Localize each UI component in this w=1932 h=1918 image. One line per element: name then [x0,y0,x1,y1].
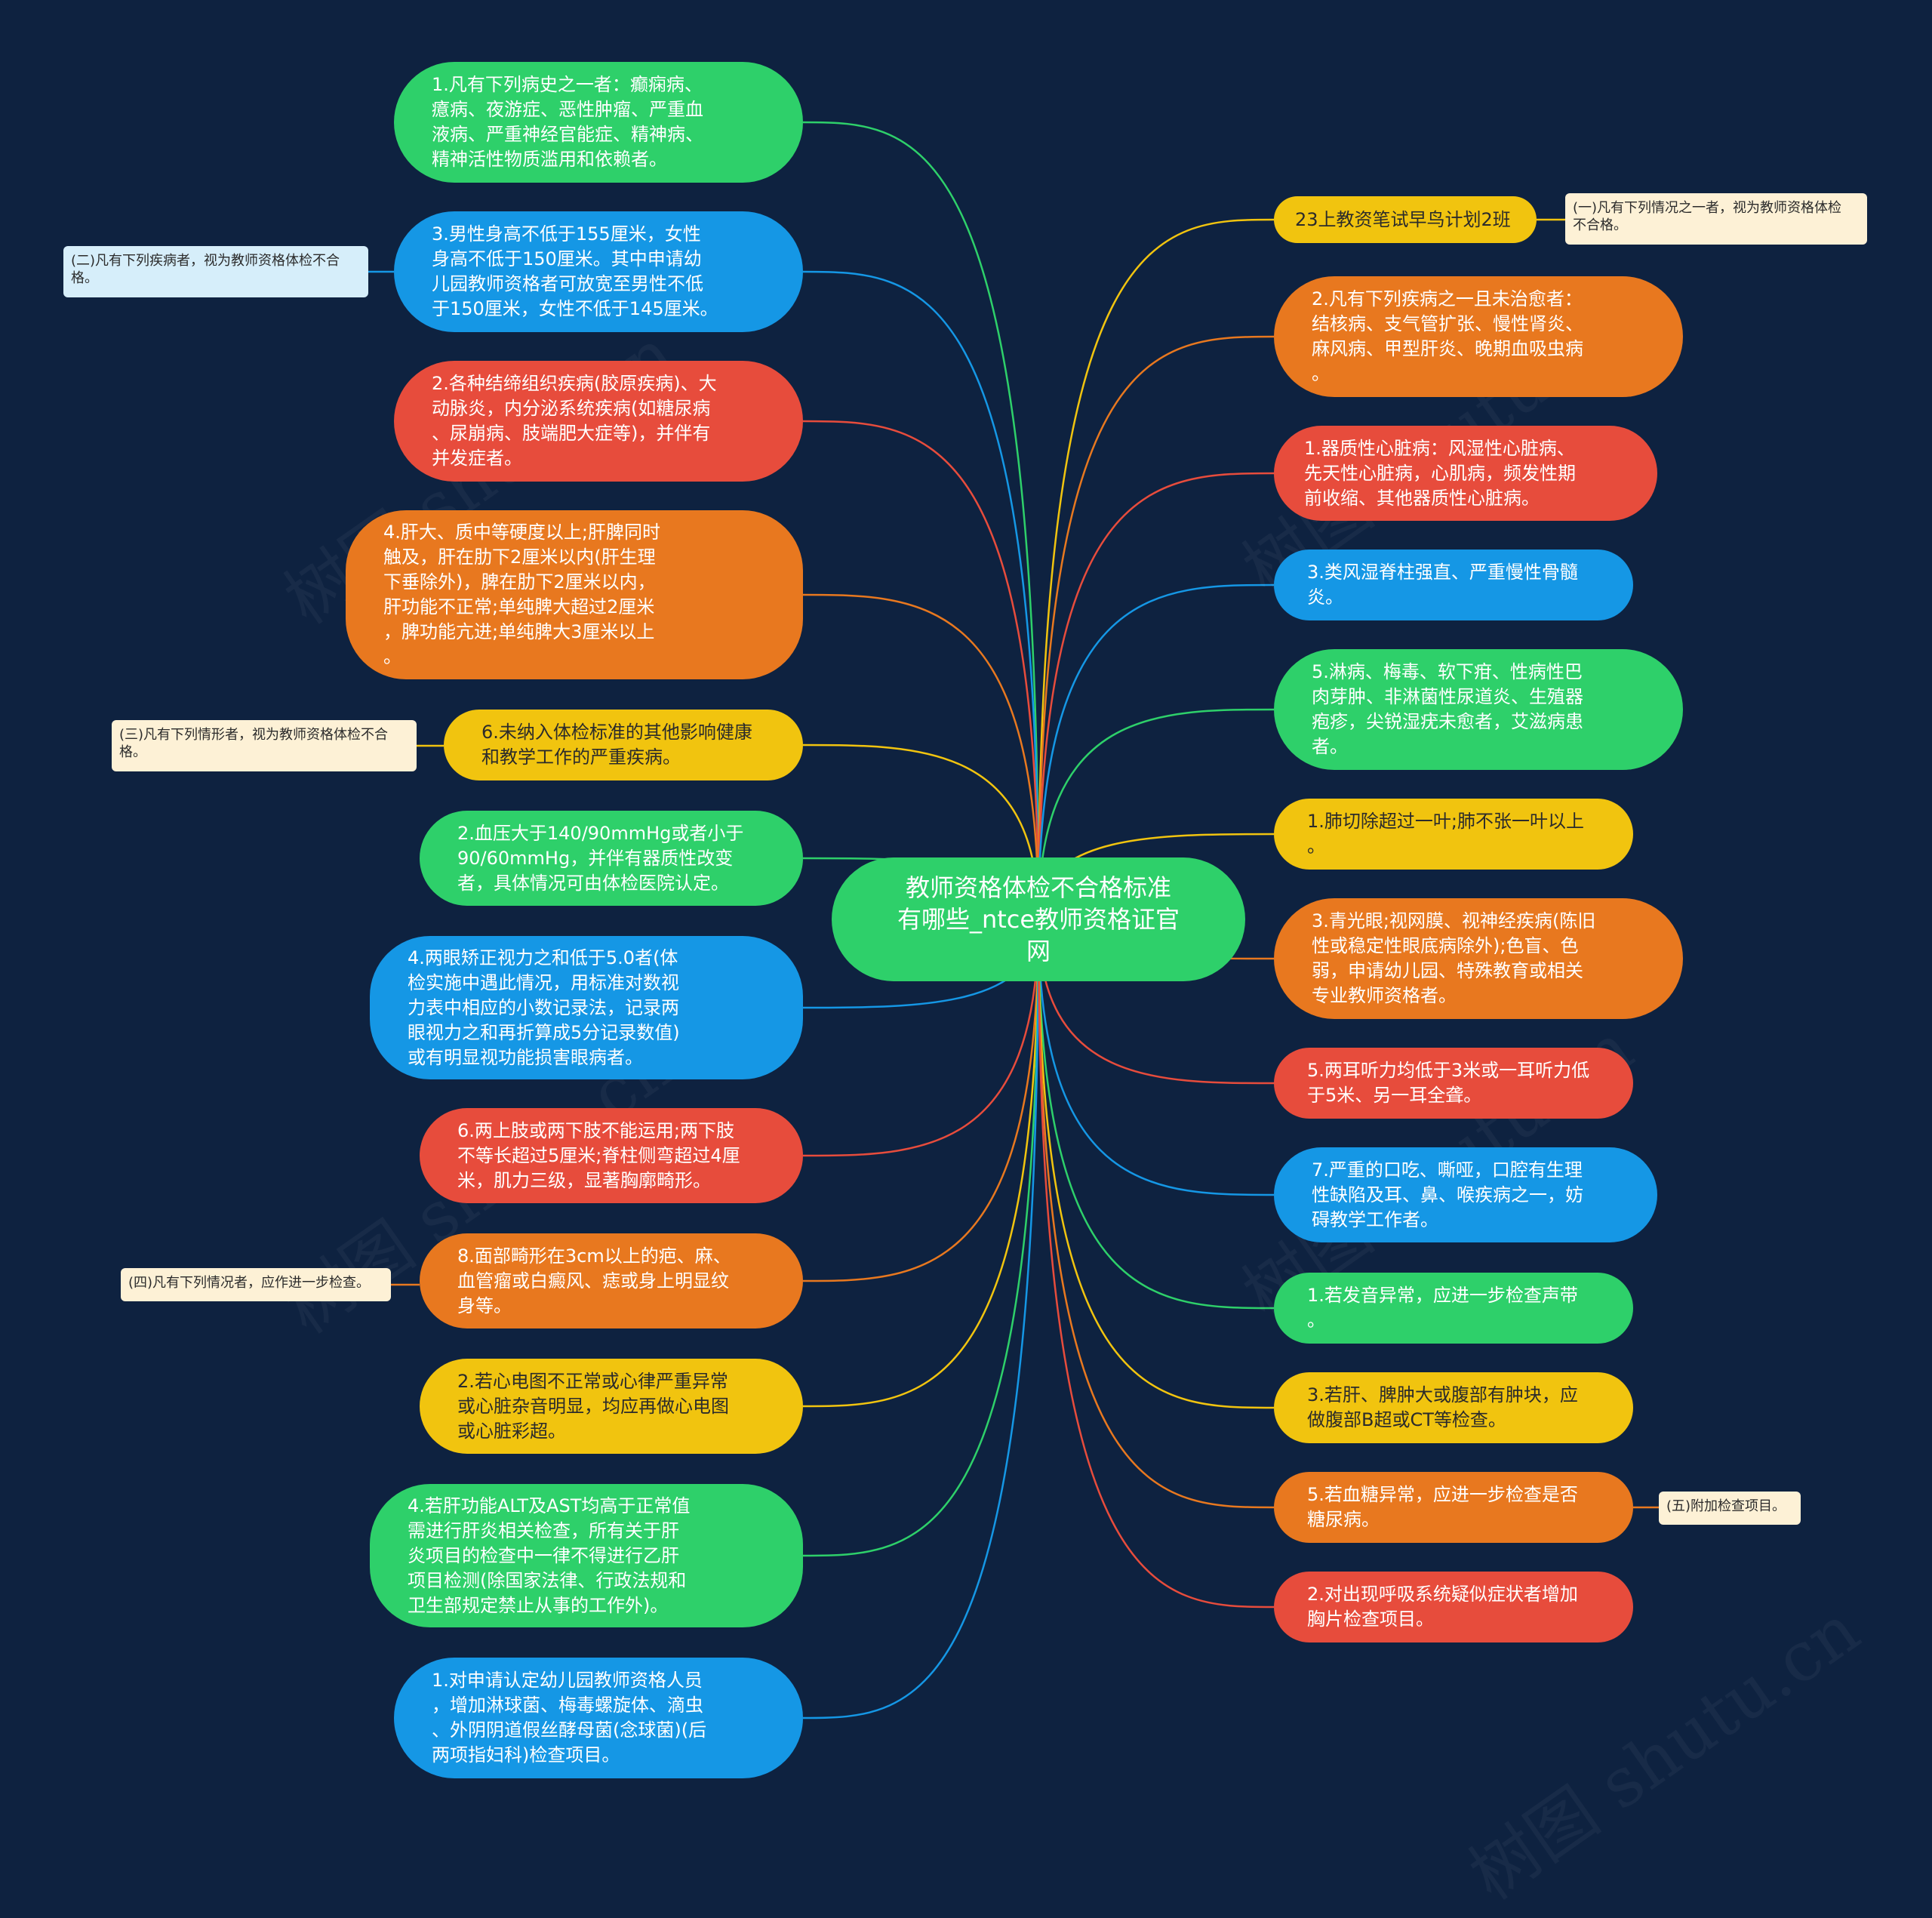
topic-text: 1.对申请认定幼儿园教师资格人员 ，增加淋球菌、梅毒螺旋体、滴虫 、外阴阴道假丝… [432,1670,707,1766]
topic-node[interactable]: 4.若肝功能ALT及AST均高于正常值 需进行肝炎相关检查，所有关于肝 炎项目的… [370,1484,803,1627]
topic-text: 1.器质性心脏病：风湿性心脏病、 先天性心脏病，心肌病，频发性期 前收缩、其他器… [1304,437,1576,509]
connector-line [802,919,1040,1557]
connector-line [802,919,1040,1408]
category-note[interactable]: (一)凡有下列情况之一者，视为教师资格体检 不合格。 [1565,193,1867,245]
topic-text: 2.对出现呼吸系统疑似症状者增加 胸片检查项目。 [1307,1584,1578,1630]
topic-node[interactable]: 1.肺切除超过一叶;肺不张一叶以上 。 [1274,799,1633,870]
category-note[interactable]: (五)附加检查项目。 [1659,1492,1801,1525]
topic-text: 1.凡有下列病史之一者：癫痫病、 癔病、夜游症、恶性肿瘤、严重血 液病、严重神经… [432,74,703,170]
note-text: (四)凡有下列情况者，应作进一步检查。 [128,1275,371,1291]
topic-text: 8.面部畸形在3cm以上的疤、麻、 血管瘤或白癜风、痣或身上明显纹 身等。 [457,1245,731,1316]
connector-line [802,420,1040,920]
topic-node[interactable]: 7.严重的口吃、嘶哑，口腔有生理 性缺陷及耳、鼻、喉疾病之一，妨 碍教学工作者。 [1274,1147,1657,1242]
center-topic[interactable]: 教师资格体检不合格标准 有哪些_ntce教师资格证官 网 [832,857,1245,981]
topic-node[interactable]: 2.对出现呼吸系统疑似症状者增加 胸片检查项目。 [1274,1572,1633,1642]
topic-node[interactable]: 3.男性身高不低于155厘米，女性 身高不低于150厘米。其中申请幼 儿园教师资… [394,211,803,332]
topic-node[interactable]: 1.对申请认定幼儿园教师资格人员 ，增加淋球菌、梅毒螺旋体、滴虫 、外阴阴道假丝… [394,1658,803,1778]
topic-node[interactable]: 6.未纳入体检标准的其他影响健康 和教学工作的严重疾病。 [444,710,803,780]
connector-line [1037,708,1275,920]
connector-line [802,743,1040,920]
topic-node[interactable]: 5.淋病、梅毒、软下疳、性病性巴 肉芽肿、非淋菌性尿道炎、生殖器 疱疹，尖锐湿疣… [1274,649,1683,770]
connector-line [1037,919,1275,1196]
topic-node[interactable]: 5.若血糖异常，应进一步检查是否 糖尿病。 [1274,1472,1633,1543]
topic-node[interactable]: 6.两上肢或两下肢不能运用;两下肢 不等长超过5厘米;脊柱侧弯超过4厘 米，肌力… [420,1108,803,1203]
topic-text: 1.若发音异常，应进一步检查声带 。 [1307,1285,1578,1331]
connector-line [802,919,1040,1719]
topic-node[interactable]: 23上教资笔试早鸟计划2班 [1274,196,1537,243]
topic-text: 4.若肝功能ALT及AST均高于正常值 需进行肝炎相关检查，所有关于肝 炎项目的… [408,1495,691,1616]
topic-node[interactable]: 1.器质性心脏病：风湿性心脏病、 先天性心脏病，心肌病，频发性期 前收缩、其他器… [1274,426,1657,521]
category-note[interactable]: (四)凡有下列情况者，应作进一步检查。 [121,1268,391,1301]
topic-node[interactable]: 4.两眼矫正视力之和低于5.0者(体 检实施中遇此情况，用标准对数视 力表中相应… [370,936,803,1079]
topic-node[interactable]: 8.面部畸形在3cm以上的疤、麻、 血管瘤或白癜风、痣或身上明显纹 身等。 [420,1233,803,1328]
connector-line [1037,472,1275,920]
topic-text: 2.凡有下列疾病之一且未治愈者： 结核病、支气管扩张、慢性肾炎、 麻风病、甲型肝… [1312,288,1583,384]
connector-line [1037,919,1275,1409]
topic-node[interactable]: 3.类风湿脊柱强直、严重慢性骨髓 炎。 [1274,550,1633,620]
topic-text: 6.未纳入体检标准的其他影响健康 和教学工作的严重疾病。 [481,722,752,768]
topic-node[interactable]: 2.凡有下列疾病之一且未治愈者： 结核病、支气管扩张、慢性肾炎、 麻风病、甲型肝… [1274,276,1683,397]
connector-line [1037,919,1275,1509]
topic-text: 3.男性身高不低于155厘米，女性 身高不低于150厘米。其中申请幼 儿园教师资… [432,223,718,319]
topic-node[interactable]: 3.青光眼;视网膜、视神经疾病(陈旧 性或稳定性眼底病除外);色盲、色 弱，申请… [1274,898,1683,1019]
note-text: (二)凡有下列疾病者，视为教师资格体检不合 格。 [71,253,340,286]
connector-line [802,270,1040,920]
connector-line [1037,218,1275,920]
topic-node[interactable]: 2.各种结缔组织疾病(胶原疾病)、大 动脉炎，内分泌系统疾病(如糖尿病 、尿崩病… [394,361,803,482]
topic-node[interactable]: 3.若肝、脾肿大或腹部有肿块，应 做腹部B超或CT等检查。 [1274,1372,1633,1443]
topic-node[interactable]: 1.若发音异常，应进一步检查声带 。 [1274,1273,1633,1344]
topic-text: 2.血压大于140/90mmHg或者小于 90/60mmHg，并伴有器质性改变 … [457,822,744,894]
topic-node[interactable]: 4.肝大、质中等硬度以上;肝脾同时 触及，肝在肋下2厘米以内(肝生理 下垂除外)… [346,510,803,679]
connector-line [1037,583,1275,920]
topic-text: 23上教资笔试早鸟计划2班 [1295,208,1511,230]
topic-node[interactable]: 1.凡有下列病史之一者：癫痫病、 癔病、夜游症、恶性肿瘤、严重血 液病、严重神经… [394,62,803,183]
connector-line [802,121,1040,920]
topic-text: 6.两上肢或两下肢不能运用;两下肢 不等长超过5厘米;脊柱侧弯超过4厘 米，肌力… [457,1119,740,1191]
connector-line [1037,919,1275,1609]
topic-node[interactable]: 5.两耳听力均低于3米或一耳听力低 于5米、另一耳全聋。 [1274,1048,1633,1119]
connector-line [1037,335,1275,920]
topic-text: 3.青光眼;视网膜、视神经疾病(陈旧 性或稳定性眼底病除外);色盲、色 弱，申请… [1312,910,1596,1006]
category-note[interactable]: (三)凡有下列情形者，视为教师资格体检不合 格。 [112,720,417,771]
topic-node[interactable]: 2.血压大于140/90mmHg或者小于 90/60mmHg，并伴有器质性改变 … [420,811,803,906]
note-text: (五)附加检查项目。 [1666,1498,1786,1514]
topic-text: 4.两眼矫正视力之和低于5.0者(体 检实施中遇此情况，用标准对数视 力表中相应… [408,947,680,1068]
connector-line [802,919,1040,1157]
connector-line [1037,919,1275,1310]
topic-text: 1.肺切除超过一叶;肺不张一叶以上 。 [1307,811,1584,857]
connector-line [802,593,1040,920]
topic-node[interactable]: 2.若心电图不正常或心律严重异常 或心脏杂音明显，均应再做心电图 或心脏彩超。 [420,1359,803,1454]
topic-text: 2.各种结缔组织疾病(胶原疾病)、大 动脉炎，内分泌系统疾病(如糖尿病 、尿崩病… [432,373,717,469]
topic-text: 3.类风湿脊柱强直、严重慢性骨髓 炎。 [1307,562,1578,608]
note-text: (三)凡有下列情形者，视为教师资格体检不合 格。 [119,727,389,760]
topic-text: 4.肝大、质中等硬度以上;肝脾同时 触及，肝在肋下2厘米以内(肝生理 下垂除外)… [383,522,660,667]
topic-text: 5.两耳听力均低于3米或一耳听力低 于5米、另一耳全聋。 [1307,1060,1590,1106]
topic-text: 7.严重的口吃、嘶哑，口腔有生理 性缺陷及耳、鼻、喉疾病之一，妨 碍教学工作者。 [1312,1159,1583,1230]
topic-text: 2.若心电图不正常或心律严重异常 或心脏杂音明显，均应再做心电图 或心脏彩超。 [457,1370,729,1442]
connector-line [802,919,1040,1282]
topic-text: 3.若肝、脾肿大或腹部有肿块，应 做腹部B超或CT等检查。 [1307,1384,1578,1430]
category-note[interactable]: (二)凡有下列疾病者，视为教师资格体检不合 格。 [63,246,368,297]
topic-text: 5.淋病、梅毒、软下疳、性病性巴 肉芽肿、非淋菌性尿道炎、生殖器 疱疹，尖锐湿疣… [1312,661,1583,757]
center-topic-text: 教师资格体检不合格标准 有哪些_ntce教师资格证官 网 [897,873,1180,965]
topic-text: 5.若血糖异常，应进一步检查是否 糖尿病。 [1307,1484,1578,1530]
note-text: (一)凡有下列情况之一者，视为教师资格体检 不合格。 [1573,200,1842,233]
